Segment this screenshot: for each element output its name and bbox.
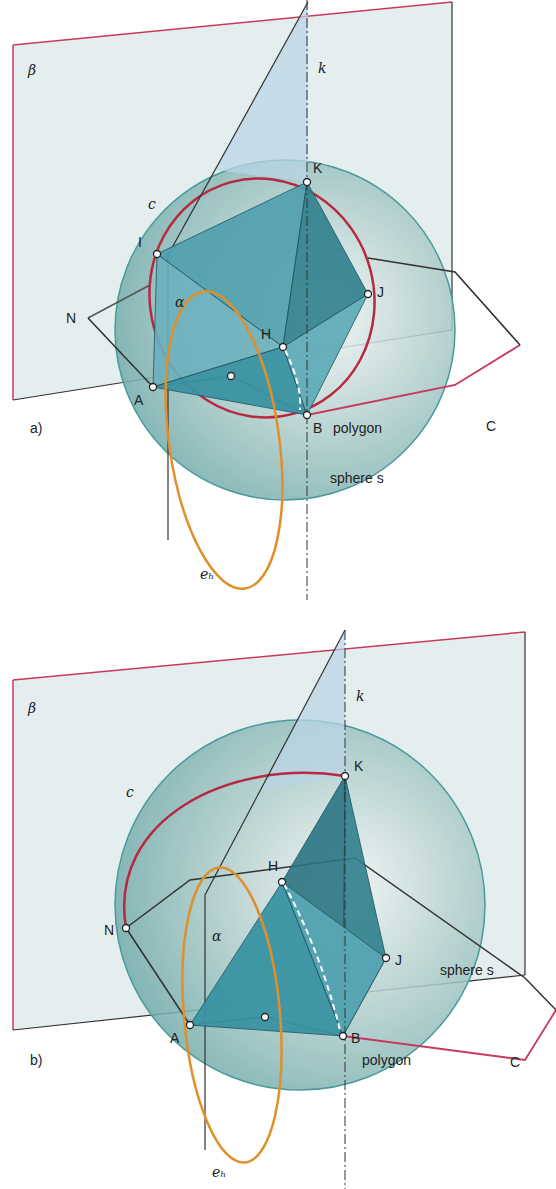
curve-label: eₕ [212, 1164, 226, 1180]
point-label: N [104, 922, 114, 938]
point-label: N [66, 310, 76, 326]
circle-label: c [148, 196, 156, 212]
point-label: I [138, 234, 142, 250]
axis-label: k [356, 688, 364, 704]
part-label: polygon [333, 420, 382, 436]
part-label: sphere s [440, 962, 494, 978]
part-label: sphere s [330, 470, 384, 486]
point-label: B [313, 420, 322, 436]
point-label: H [261, 326, 271, 342]
part-label: polygon [362, 1052, 411, 1068]
panel-label: a) [30, 420, 42, 436]
curve-label: eₕ [200, 566, 214, 582]
panel-label: b) [30, 1052, 42, 1068]
point-label: K [313, 160, 322, 176]
plane-label: β [28, 700, 36, 716]
point-label: H [268, 858, 278, 874]
plane-label: β [28, 62, 36, 78]
point-label: C [486, 418, 496, 434]
plane-label: α [175, 294, 184, 310]
point-label: J [377, 284, 384, 300]
circle-label: c [126, 784, 134, 800]
point-label: C [510, 1054, 520, 1070]
point-label: B [351, 1030, 360, 1046]
plane-label: α [212, 928, 221, 944]
point-label: A [170, 1030, 179, 1046]
point-label: J [395, 952, 402, 968]
axis-label: k [318, 60, 326, 76]
point-label: K [354, 758, 363, 774]
point-label: A [134, 392, 143, 408]
